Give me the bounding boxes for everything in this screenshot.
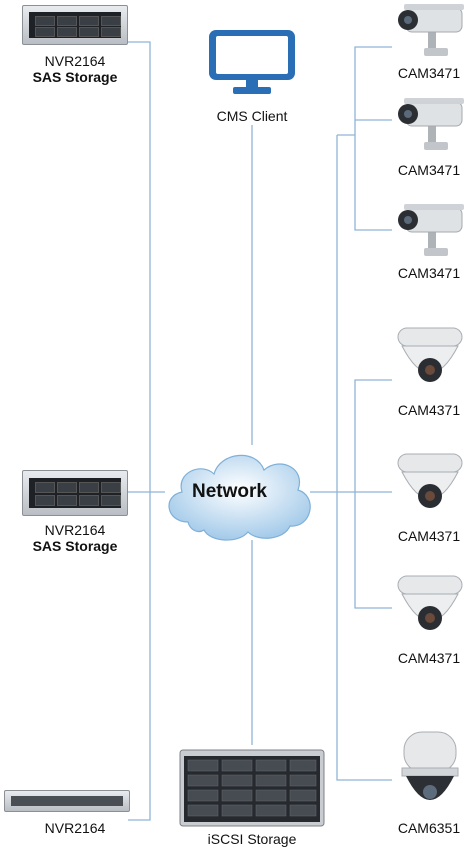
camera-2 bbox=[392, 96, 468, 154]
line-cam4371-group bbox=[354, 379, 392, 609]
camera-4-label: CAM4371 bbox=[397, 402, 461, 418]
camera-6-label: CAM4371 bbox=[397, 650, 461, 666]
storage-array-icon bbox=[179, 749, 325, 827]
iscsi-storage-device bbox=[176, 748, 328, 828]
camera-1 bbox=[392, 2, 468, 60]
iscsi-label: iSCSI Storage bbox=[207, 831, 297, 847]
nvr-bottom-device bbox=[4, 790, 130, 812]
bullet-camera-icon bbox=[398, 98, 464, 150]
dome-camera-icon bbox=[397, 575, 463, 630]
camera-3-label: CAM3471 bbox=[397, 265, 461, 281]
dome-camera-icon bbox=[397, 453, 463, 508]
camera-5-label: CAM4371 bbox=[397, 528, 461, 544]
cms-client-device bbox=[205, 28, 299, 96]
nvr-mid-device bbox=[22, 470, 128, 516]
monitor-icon bbox=[209, 30, 295, 94]
bullet-camera-icon bbox=[398, 204, 464, 256]
dome-camera-icon bbox=[397, 327, 463, 382]
nvr-mid-label: NVR2164 SAS Storage bbox=[20, 522, 130, 554]
nvr-top-label: NVR2164 SAS Storage bbox=[20, 53, 130, 85]
nvr-top-device bbox=[22, 5, 128, 45]
nvr-bottom-label: NVR2164 bbox=[44, 820, 106, 836]
server-rack-icon bbox=[22, 5, 128, 45]
camera-4 bbox=[392, 326, 468, 394]
bullet-camera-icon bbox=[398, 4, 464, 56]
camera-2-label: CAM3471 bbox=[397, 162, 461, 178]
camera-6 bbox=[392, 574, 468, 642]
network-cloud: Network bbox=[158, 438, 318, 546]
camera-5 bbox=[392, 452, 468, 520]
nvr-mid-sub: SAS Storage bbox=[32, 538, 118, 554]
camera-3 bbox=[392, 202, 468, 260]
network-label: Network bbox=[192, 481, 267, 502]
nvr-top-sub: SAS Storage bbox=[32, 69, 118, 85]
cloud-icon bbox=[168, 454, 311, 541]
line-cam6351 bbox=[336, 135, 392, 781]
server-rack-icon bbox=[4, 790, 130, 812]
nvr-mid-name: NVR2164 bbox=[44, 522, 106, 538]
cms-client-label: CMS Client bbox=[216, 108, 288, 124]
server-rack-icon bbox=[22, 470, 128, 516]
line-cam3471-group bbox=[354, 46, 392, 231]
nvr-top-name: NVR2164 bbox=[44, 53, 106, 69]
camera-1-label: CAM3471 bbox=[397, 65, 461, 81]
line-nvr-top bbox=[128, 41, 151, 821]
camera-7-label: CAM6351 bbox=[397, 820, 461, 836]
ptz-camera-icon bbox=[401, 731, 459, 800]
camera-7 bbox=[394, 730, 466, 812]
